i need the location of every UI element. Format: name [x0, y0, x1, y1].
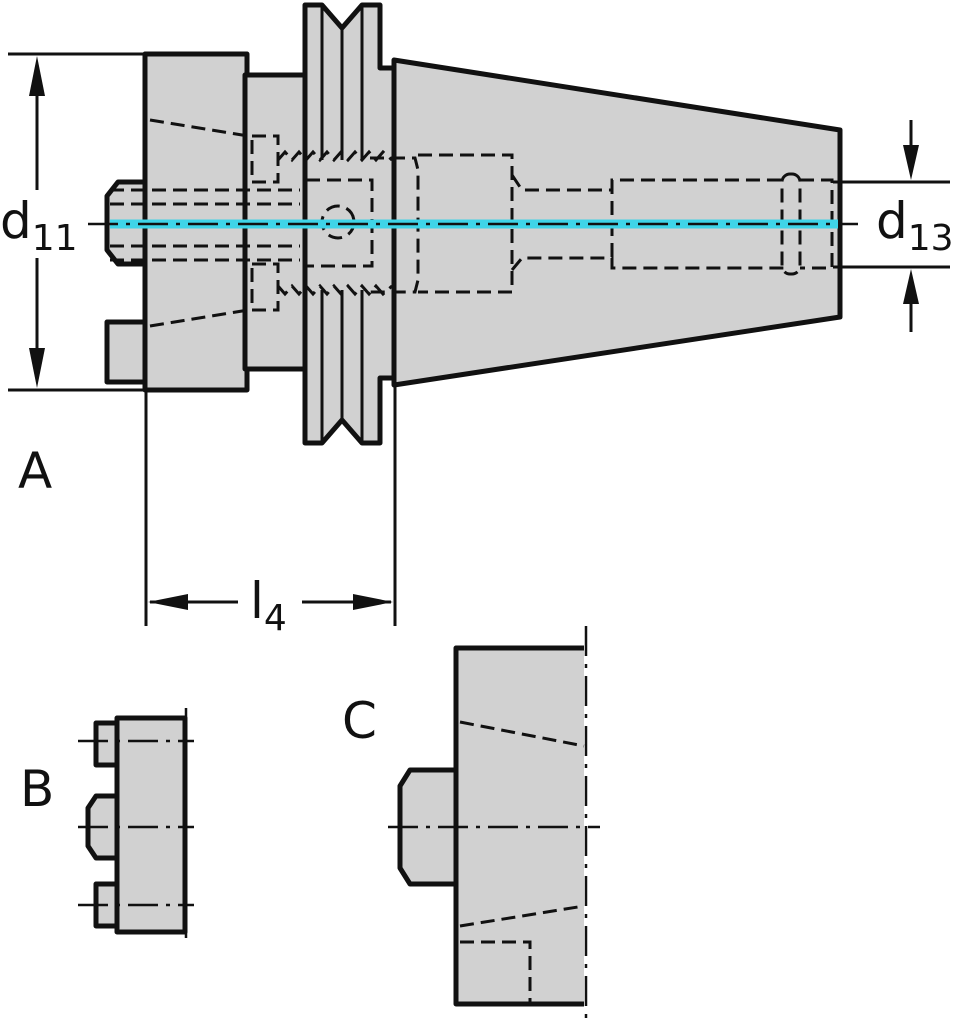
groove-line-bottom: [320, 290, 364, 443]
drive-key: [104, 319, 152, 385]
d11-arrow-bottom: [29, 348, 45, 388]
view-b-label: B: [20, 760, 54, 818]
d13-label: d13: [876, 192, 954, 259]
l4-arrow-right: [353, 594, 393, 610]
hidden-thread-bottom: [276, 283, 393, 297]
view-b-detail: [78, 708, 194, 940]
hidden-oring: [780, 172, 802, 276]
hidden-thread-top: [276, 149, 393, 163]
dimension-d13: [833, 120, 950, 332]
view-c-label: C: [342, 692, 377, 750]
l4-label: l4: [250, 572, 287, 639]
d11-label: d11: [0, 192, 78, 259]
hidden-chamber: [418, 153, 514, 294]
view-c-detail: [388, 626, 600, 1022]
view-b-body: [114, 715, 188, 935]
view-a-holder: [88, 2, 858, 446]
hidden-flange-bottom: [149, 308, 249, 328]
hidden-bore-lower: [110, 244, 300, 262]
hidden-bore-upper: [110, 188, 300, 206]
dimension-l4: [144, 385, 397, 626]
dimension-d11: [8, 52, 145, 392]
l4-arrow-left: [148, 594, 188, 610]
hidden-flange-top: [149, 118, 249, 138]
d11-arrow-top: [29, 56, 45, 96]
d13-arrow-bottom: [903, 269, 919, 304]
d13-arrow-top: [903, 145, 919, 180]
groove-line-top: [320, 5, 364, 160]
view-a-label: A: [18, 442, 52, 500]
